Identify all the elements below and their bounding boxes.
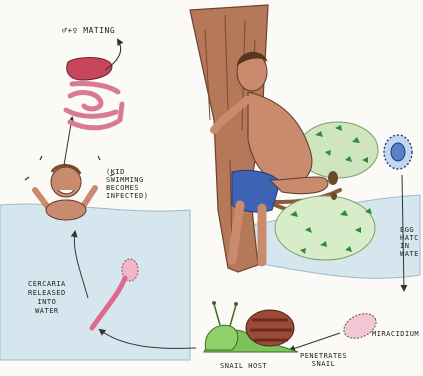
intestines [66, 83, 122, 127]
kid-label: (KID SWIMMING BECOMES INFECTED) [106, 168, 148, 200]
egg-label: EGG HATC IN WATE [400, 226, 419, 258]
miracidium-label: MIRACIDIUM [372, 330, 419, 339]
feces [328, 171, 338, 185]
penetrates-label: PENETRATES SNAIL [300, 352, 347, 368]
cercaria-label: CERCARIA RELEASED INTO WATER [28, 280, 66, 316]
feces-drop [331, 192, 337, 200]
miracidium-arrow [290, 333, 340, 350]
egg-core [391, 143, 405, 161]
snail-host-label: SNAIL HOST [220, 362, 267, 371]
liver [67, 57, 112, 80]
kid-body [46, 200, 86, 220]
man-torso [248, 92, 312, 183]
snail-tentacles [214, 304, 236, 326]
snail-head [205, 325, 238, 350]
snail [204, 301, 298, 352]
man-thigh [270, 177, 328, 194]
mating-label: ♂+♀ MATING [62, 26, 115, 35]
